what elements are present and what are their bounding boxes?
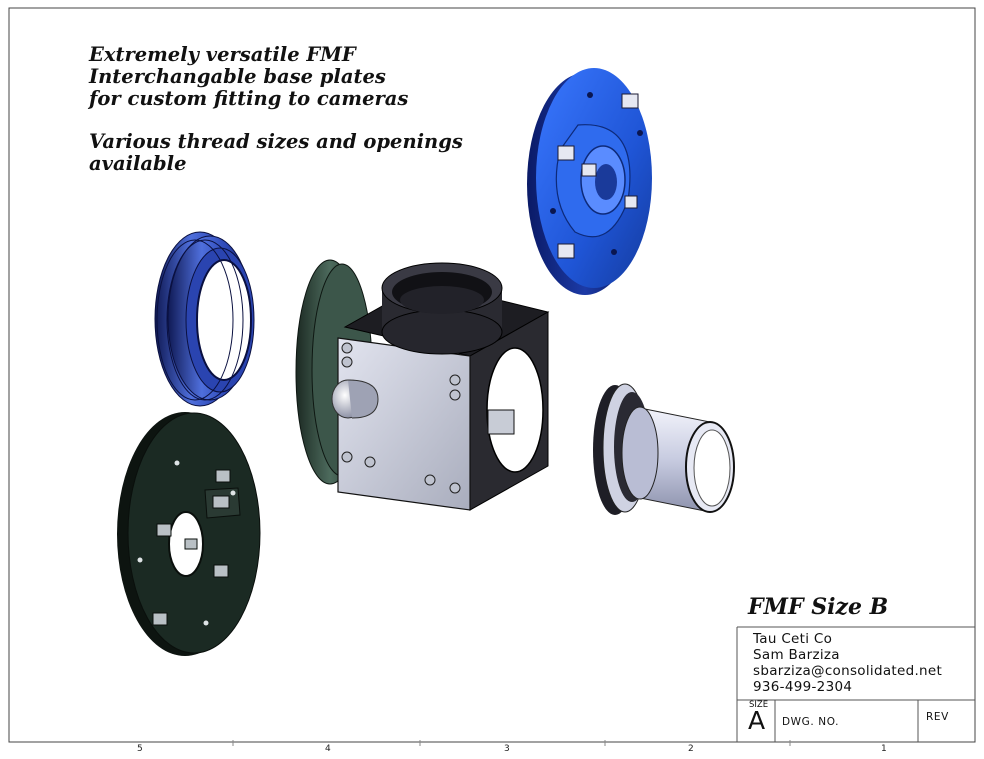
zone-ticks — [232, 740, 791, 746]
silver-tube — [593, 383, 735, 515]
blue-base-plate — [527, 68, 652, 295]
blue-threaded-ring — [154, 231, 255, 407]
author-name: Sam Barziza — [753, 647, 840, 663]
main-body — [295, 259, 550, 511]
black-base-plate — [117, 412, 261, 656]
author-email: sbarziza@consolidated.net — [753, 663, 943, 679]
rev-label: REV — [926, 711, 949, 723]
zone-label-4: 4 — [325, 744, 331, 754]
dwg-no-label: DWG. NO. — [782, 716, 840, 728]
zone-label-1: 1 — [881, 744, 887, 754]
drawing-title: FMF Size B — [748, 594, 889, 620]
note-line-2: Interchangable base plates — [89, 65, 386, 88]
note-line-5: available — [89, 152, 187, 175]
note-line-4: Various thread sizes and openings — [89, 130, 463, 153]
zone-label-3: 3 — [504, 744, 510, 754]
title-block-frame — [736, 626, 975, 742]
feature-notes: Extremely versatile FMF Interchangable b… — [89, 44, 463, 175]
note-line-3: for custom fitting to cameras — [89, 87, 409, 110]
zone-label-2: 2 — [688, 744, 694, 754]
size-value: A — [748, 706, 766, 735]
black-plate-tabs — [152, 469, 231, 626]
blue-plate-tabs — [557, 93, 639, 259]
note-line-1: Extremely versatile FMF — [89, 43, 356, 66]
author-phone: 936-499-2304 — [753, 679, 853, 695]
zone-label-5: 5 — [137, 744, 143, 754]
body-screws — [341, 342, 461, 494]
size-label: SIZE — [749, 700, 769, 710]
company-name: Tau Ceti Co — [753, 631, 833, 647]
